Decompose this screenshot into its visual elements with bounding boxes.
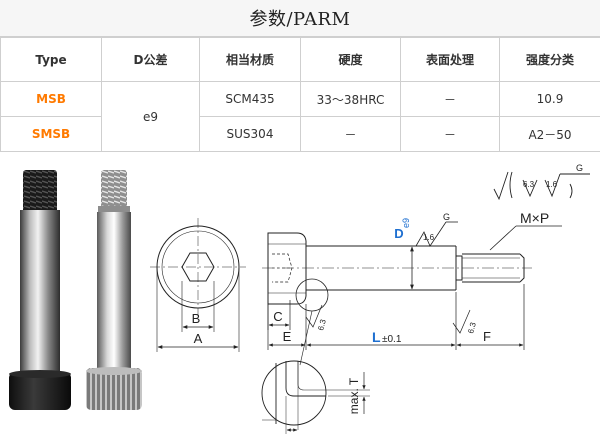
header-material: 相当材质 <box>199 37 301 82</box>
dim-d-sub: e9 <box>401 218 411 228</box>
legend-g-label: G <box>576 163 583 173</box>
smsb-screw-photo <box>86 170 142 410</box>
dim-f-label: F <box>483 329 491 344</box>
dim-d-label: D <box>394 226 403 241</box>
dim-c-label: C <box>273 309 282 324</box>
cell-type: SMSB <box>0 116 102 152</box>
cell-material: SCM435 <box>199 81 301 117</box>
technical-drawing: B A D e9 1.6 G <box>9 163 590 434</box>
cell-strength: A2－50 <box>499 116 600 152</box>
surface-g-label: G <box>443 212 450 222</box>
cell-material: SUS304 <box>199 116 301 152</box>
cell-hardness: 33～38HRC <box>300 81 401 117</box>
cell-surface: － <box>400 81 500 117</box>
header-type: Type <box>0 37 102 82</box>
dim-elf <box>267 284 525 350</box>
surface-63-head-label: 6.3 <box>316 318 328 332</box>
side-view <box>262 232 532 312</box>
cell-hardness: － <box>300 116 401 152</box>
cell-surface: － <box>400 116 500 152</box>
table-row: SMSB SUS304 － － A2－50 <box>0 116 600 152</box>
header-tolerance: D公差 <box>101 37 200 82</box>
surface-63-shoulder-label: 6.3 <box>466 321 478 335</box>
title-bar: 参数/PARM <box>0 0 600 37</box>
header-hardness: 硬度 <box>300 37 401 82</box>
end-view <box>150 218 246 352</box>
surface-finish-63-head <box>305 304 323 328</box>
page-title: 参数/PARM <box>249 9 351 30</box>
header-strength: 强度分类 <box>499 37 600 82</box>
cell-type: MSB <box>0 81 102 117</box>
surface-16-label: 1.6 <box>423 233 435 242</box>
cell-tolerance: e9 <box>101 81 200 152</box>
dim-b-label: B <box>192 311 201 326</box>
dim-mxp-label: M×P <box>520 210 549 226</box>
surface-finish-legend <box>493 171 590 201</box>
surface-finish-63-shoulder <box>452 309 471 334</box>
dim-l-tol: ±0.1 <box>382 334 402 345</box>
surface-finish-16 <box>415 221 458 247</box>
dim-l-label: L <box>372 329 381 345</box>
dim-max-t-label: max. T <box>347 377 361 414</box>
dim-mxp <box>489 225 562 251</box>
dim-a-label: A <box>194 331 203 346</box>
legend-63-label: 6.3 <box>523 180 535 189</box>
cell-strength: 10.9 <box>499 81 600 117</box>
spec-table: Type D公差 相当材质 硬度 表面处理 强度分类 MSB e9 SCM435… <box>0 37 600 152</box>
legend-16-label: 1.6 <box>546 180 558 189</box>
table-header-row: Type D公差 相当材质 硬度 表面处理 强度分类 <box>0 37 600 82</box>
dim-e-label: E <box>283 329 292 344</box>
table-row: MSB e9 SCM435 33～38HRC － 10.9 <box>0 81 600 152</box>
msb-screw-photo <box>9 170 71 410</box>
header-surface: 表面处理 <box>400 37 500 82</box>
detail-view <box>261 310 370 434</box>
